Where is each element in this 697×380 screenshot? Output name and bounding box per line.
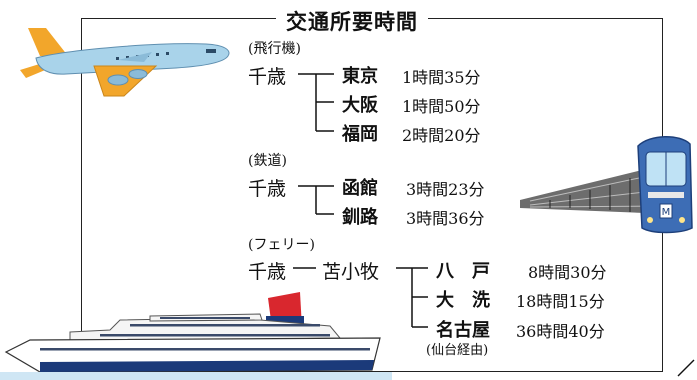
time-ferry-3: 36時間40分 xyxy=(516,322,605,341)
origin-rail: 千歳 xyxy=(248,178,287,200)
time-rail-2: 3時間36分 xyxy=(406,209,485,228)
corner-mark xyxy=(677,359,695,377)
dest-air-1: 東京 xyxy=(342,66,378,87)
time-rail-1: 3時間23分 xyxy=(406,180,485,199)
dest-ferry-2: 大 洗 xyxy=(436,290,490,311)
time-air-1: 1時間35分 xyxy=(402,68,481,87)
port-ferry: 苫小牧 xyxy=(322,261,380,283)
category-air-label: (飛行機) xyxy=(248,41,301,57)
dest-air-2: 大阪 xyxy=(342,95,378,116)
category-ferry-label: (フェリー) xyxy=(248,237,315,253)
dest-ferry-1: 八 戸 xyxy=(436,261,490,282)
time-air-2: 1時間50分 xyxy=(402,97,481,116)
time-ferry-2: 18時間15分 xyxy=(516,292,605,311)
origin-air: 千歳 xyxy=(248,66,287,88)
dest-rail-1: 函館 xyxy=(342,178,378,199)
via-note: (仙台経由) xyxy=(426,343,489,358)
origin-ferry: 千歳 xyxy=(248,261,287,283)
dest-rail-2: 釧路 xyxy=(342,207,378,228)
time-ferry-1: 8時間30分 xyxy=(528,263,607,282)
train-icon: M xyxy=(520,136,693,234)
diagram-title: 交通所要時間 xyxy=(276,6,428,36)
dest-air-3: 福岡 xyxy=(342,124,378,145)
time-air-3: 2時間20分 xyxy=(402,126,481,145)
ferry-ship-icon xyxy=(0,292,392,380)
dest-ferry-3: 名古屋 xyxy=(436,320,490,341)
category-rail-label: (鉄道) xyxy=(248,153,287,169)
svg-text:M: M xyxy=(662,207,671,218)
airplane-icon xyxy=(20,28,230,97)
